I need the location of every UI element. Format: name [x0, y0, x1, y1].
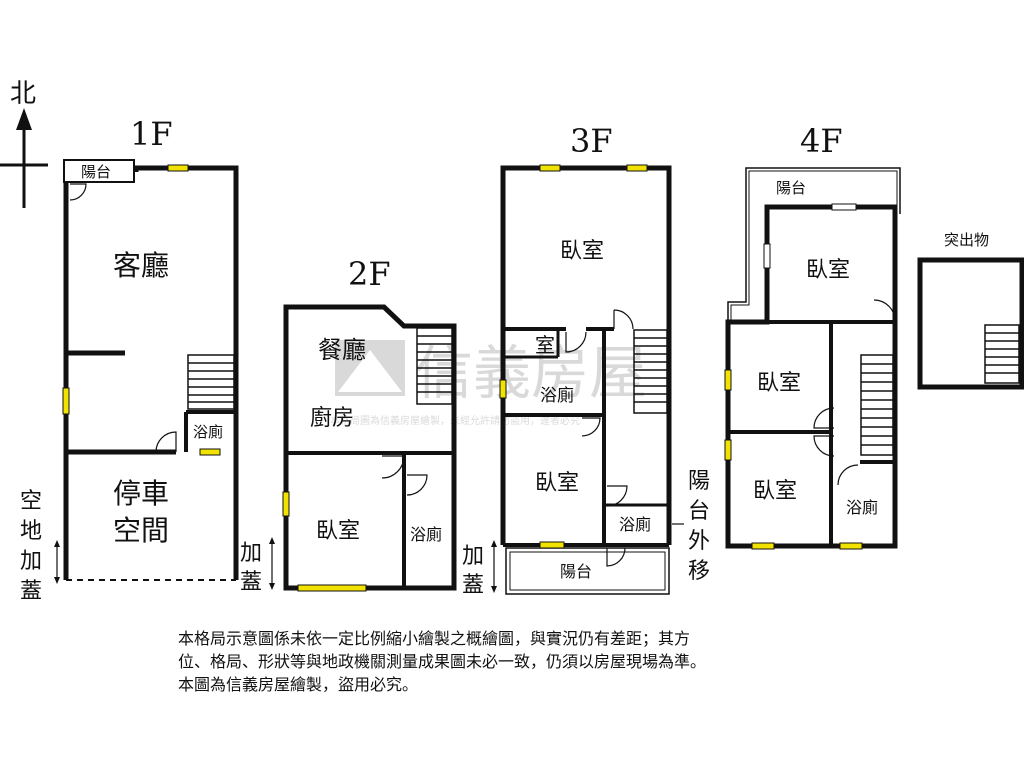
staircase	[187, 354, 235, 410]
room-label-parking-1: 停車	[113, 477, 169, 510]
roof-protrusion: 突出物	[917, 231, 1024, 390]
svg-text:蓋: 蓋	[240, 570, 262, 595]
window	[199, 448, 221, 456]
room-label-small: 室	[535, 333, 555, 357]
door-swing	[837, 464, 859, 486]
window	[724, 439, 732, 461]
window	[297, 584, 367, 592]
room-label-bedroom-rear: 臥室	[535, 471, 579, 496]
window	[167, 164, 189, 172]
window	[539, 541, 565, 549]
room-label-bedroom-a: 臥室	[806, 258, 850, 283]
floor-3F: 3F 臥室 室 浴廁 臥室	[462, 122, 710, 598]
svg-text:地: 地	[20, 519, 42, 544]
room-label-bath-mid: 浴廁	[540, 385, 574, 406]
window	[724, 369, 732, 391]
room-label-bedroom-c: 臥室	[753, 479, 797, 504]
door-swing	[606, 485, 628, 507]
room-label-bath: 浴廁	[193, 423, 223, 441]
svg-text:加: 加	[20, 549, 42, 574]
staircase	[416, 327, 453, 405]
door-swing	[813, 435, 835, 457]
window	[539, 164, 561, 172]
door-swing	[69, 183, 87, 201]
door-swing	[565, 331, 587, 353]
floor-title: 2F	[348, 255, 391, 293]
svg-text:空: 空	[20, 489, 42, 514]
disclaimer-line: 位、格局、形狀等與地政機關測量成果圖未必一致，仍須以房屋現場為準。	[178, 652, 707, 671]
svg-text:陽: 陽	[688, 469, 710, 494]
door-swing	[606, 547, 626, 567]
balcony-moved-note: 陽 台 外 移	[672, 469, 710, 584]
room-label-bedroom-front: 臥室	[560, 239, 604, 264]
svg-text:加: 加	[240, 541, 262, 566]
svg-text:外: 外	[688, 529, 710, 554]
door-swing	[613, 309, 634, 330]
staircase	[984, 324, 1020, 384]
window	[62, 387, 70, 415]
protrusion-label: 突出物	[944, 231, 989, 249]
disclaimer-line: 本圖為信義房屋繪製，盜用必究。	[178, 675, 419, 694]
window	[751, 542, 775, 550]
door-swing	[581, 417, 601, 437]
addition-marker: 加 蓋	[462, 540, 497, 598]
addition-marker: 加 蓋	[240, 537, 275, 595]
north-compass: 北	[0, 79, 48, 208]
floor-title: 3F	[570, 122, 613, 160]
compass-label: 北	[10, 79, 36, 109]
svg-text:加: 加	[462, 544, 484, 569]
window	[499, 379, 507, 399]
door-swing	[813, 407, 835, 429]
addition-marker: 空 地 加 蓋	[20, 489, 60, 604]
room-label-bath: 浴廁	[410, 525, 442, 544]
door-swing	[873, 299, 896, 322]
svg-text:蓋: 蓋	[462, 573, 484, 598]
watermark-logo-icon	[335, 340, 405, 396]
window	[626, 164, 648, 172]
staircase	[860, 354, 894, 456]
window	[282, 491, 290, 517]
door-swing	[155, 431, 177, 453]
room-label-balcony: 陽台	[776, 179, 806, 197]
window	[763, 243, 771, 269]
door-swing	[381, 455, 405, 479]
room-label-bedroom: 臥室	[316, 519, 360, 544]
floor-1F: 1F 陽台 客廳 浴廁 停車 空間 空	[20, 115, 239, 604]
room-label-dining: 餐廳	[318, 336, 366, 364]
room-label-bedroom-b: 臥室	[757, 371, 801, 396]
window	[839, 542, 863, 550]
svg-text:移: 移	[688, 559, 710, 584]
staircase	[633, 329, 668, 414]
room-label-bath: 浴廁	[846, 498, 878, 517]
svg-text:台: 台	[688, 499, 710, 524]
room-label-bath-rear: 浴廁	[619, 515, 651, 534]
room-label-kitchen: 廚房	[310, 406, 354, 431]
floor-title: 4F	[800, 122, 843, 160]
floor-2F: 2F 餐廳 廚房 臥室 浴廁 加 蓋	[240, 255, 457, 595]
room-label-parking-2: 空間	[113, 514, 169, 547]
room-label-balcony: 陽台	[560, 562, 592, 581]
watermark-brand: 信義房屋	[415, 339, 647, 407]
room-label-balcony: 陽台	[81, 163, 111, 181]
floor-title: 1F	[130, 115, 173, 153]
disclaimer-note: 本格局示意圖係未依一定比例縮小繪製之概繪圖，與實況仍有差距；其方 位、格局、形狀…	[178, 627, 878, 696]
svg-text:蓋: 蓋	[20, 579, 42, 604]
disclaimer-line: 本格局示意圖係未依一定比例縮小繪製之概繪圖，與實況仍有差距；其方	[178, 629, 691, 648]
room-label-living: 客廳	[113, 249, 169, 282]
floor-4F: 4F 陽台 臥室 臥室 臥室 浴廁	[724, 122, 901, 550]
window	[831, 203, 857, 211]
door-swing	[406, 474, 428, 496]
